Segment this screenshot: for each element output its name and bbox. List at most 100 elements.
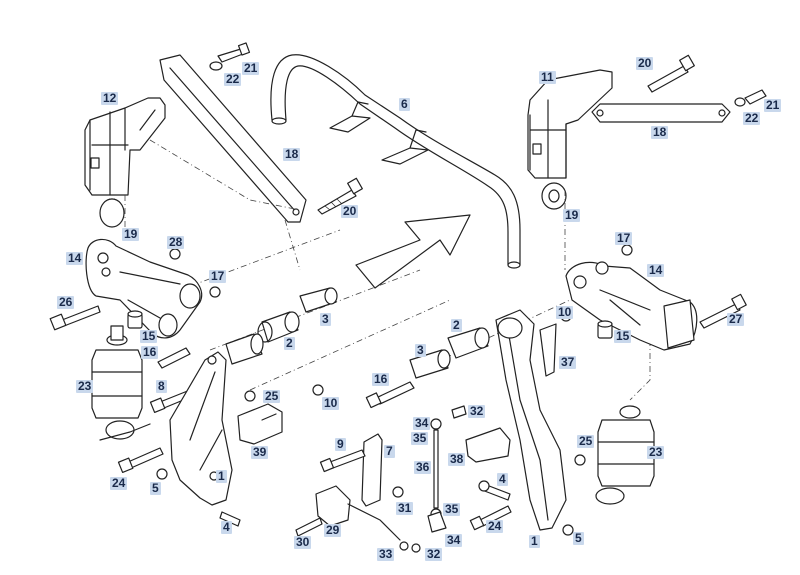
bracket-part-11 [527, 69, 613, 210]
part-label: 8 [156, 379, 167, 393]
part-label: 38 [448, 452, 466, 466]
part-label: 15 [140, 329, 158, 343]
part-label: 3 [415, 343, 426, 357]
nut-part-31 [392, 486, 404, 498]
part-label: 1 [529, 534, 540, 548]
part-label: 16 [372, 372, 390, 386]
part-label: 29 [324, 523, 342, 537]
part-label: 4 [221, 520, 232, 534]
bolt-4-left [219, 511, 241, 527]
part-label: 23 [76, 379, 94, 393]
support-bracket-part-1-right [495, 309, 567, 531]
part-label: 20 [636, 56, 654, 70]
air-spring-part-23-right [595, 405, 655, 505]
part-label: 21 [242, 61, 260, 75]
part-label: 33 [377, 547, 395, 561]
swing-arm-part-14-right [565, 261, 698, 351]
cap-part-15-right [597, 320, 613, 339]
plate-part-39 [237, 403, 283, 445]
part-label: 31 [396, 501, 414, 515]
direction-arrow [355, 214, 471, 289]
part-label: 9 [335, 437, 346, 451]
nut-part-5-left [156, 468, 168, 480]
part-label: 36 [414, 460, 432, 474]
nut-part-25-right [574, 454, 586, 466]
bracket-part-7 [361, 433, 383, 507]
part-label: 35 [411, 431, 429, 445]
part-label: 11 [539, 70, 556, 84]
bolt-24-left [117, 447, 164, 474]
part-label: 34 [445, 533, 463, 547]
bracket-part-37 [539, 323, 557, 377]
part-label: 24 [486, 519, 504, 533]
part-label: 10 [322, 396, 340, 410]
bracket-part-38 [465, 427, 511, 463]
part-label: 19 [563, 208, 581, 222]
bolt-30 [295, 517, 323, 537]
part-label: 2 [284, 336, 295, 350]
part-label: 10 [556, 305, 574, 319]
bolt-20-right [647, 54, 695, 93]
part-label: 21 [764, 98, 782, 112]
part-label: 27 [727, 312, 745, 326]
bolt-16-right [365, 381, 415, 409]
part-label: 5 [573, 531, 584, 545]
bracket-part-12 [84, 97, 166, 226]
part-label: 17 [209, 269, 227, 283]
part-label: 28 [167, 235, 185, 249]
nut-part-28 [169, 248, 181, 260]
nut-part-17-right [621, 244, 633, 256]
bolt-26 [49, 305, 101, 331]
bolt-16-left [157, 347, 191, 369]
assembly-center-lines [124, 139, 651, 401]
part-label: 22 [224, 72, 242, 86]
nut-part-25-left [244, 390, 256, 402]
part-label: 14 [66, 251, 84, 265]
part-label: 23 [647, 445, 665, 459]
part-label: 25 [577, 434, 595, 448]
part-label: 32 [468, 404, 486, 418]
part-label: 16 [141, 345, 159, 359]
part-label: 39 [251, 445, 269, 459]
part-label: 1 [216, 469, 227, 483]
cross-bar-part-6 [270, 54, 521, 269]
part-label: 32 [425, 547, 443, 561]
part-label: 2 [451, 318, 462, 332]
part-label: 20 [341, 204, 359, 218]
swing-arm-part-14-left [85, 238, 203, 339]
part-label: 6 [399, 97, 410, 111]
part-label: 25 [263, 389, 281, 403]
part-label: 35 [443, 502, 461, 516]
part-label: 14 [647, 263, 665, 277]
nut-part-10-left [312, 384, 324, 396]
cap-part-15-left [127, 310, 143, 329]
level-valve-part-29 [315, 485, 409, 551]
bushings-parts-2-3-right [409, 327, 490, 379]
strut-part-18-left [159, 54, 307, 223]
bolt-9 [319, 449, 366, 473]
nut-part-32-bottom [411, 543, 421, 553]
link-rod-part-36 [427, 405, 467, 533]
part-label: 19 [122, 227, 140, 241]
part-label: 5 [150, 481, 161, 495]
bushings-parts-2-3 [225, 287, 338, 365]
bolt-21-left [209, 42, 251, 71]
part-label: 17 [615, 231, 633, 245]
part-label: 24 [110, 476, 128, 490]
part-label: 34 [413, 416, 431, 430]
nut-part-5-right [562, 524, 574, 536]
part-label: 15 [614, 329, 632, 343]
strut-part-18-right [591, 103, 731, 123]
part-label: 7 [384, 444, 395, 458]
part-label: 22 [743, 111, 761, 125]
bolt-4-right [478, 480, 511, 501]
part-label: 37 [559, 355, 577, 369]
bolt-21-right [734, 89, 767, 107]
bolt-20-center [317, 177, 363, 215]
part-label: 30 [294, 535, 312, 549]
part-label: 12 [101, 91, 119, 105]
part-label: 18 [651, 125, 669, 139]
bolt-27 [699, 293, 747, 329]
